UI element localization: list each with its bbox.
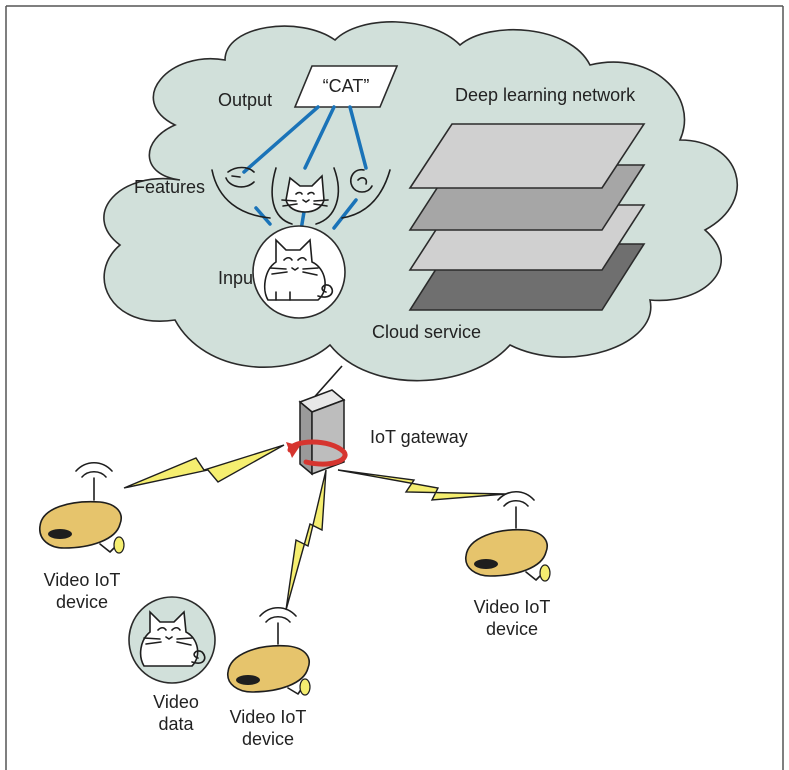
video-device-bottom-label-2: device [242,729,294,749]
video-device-right-label-2: device [486,619,538,639]
feature-tail-fragment [349,168,373,193]
layer-1 [408,123,646,189]
lightning-to-bottom-device [285,469,327,611]
deep-learning-layers [408,123,646,311]
feature-arcs [211,167,391,225]
feature-ear-fragment [225,166,255,188]
video-data-label-2: data [158,714,194,734]
iot-gateway-icon [286,389,348,476]
lightning-to-right-device [337,469,507,501]
video-device-left-label-1: Video IoT [44,570,121,590]
output-label: Output [218,90,272,110]
features-label: Features [134,177,205,197]
video-device-bottom-label-1: Video IoT [230,707,307,727]
lightning-to-left-device [123,444,285,489]
video-device-bottom [227,606,311,696]
input-label: Input [218,268,258,288]
network-connections [242,105,368,232]
video-data-label-1: Video [153,692,199,712]
iot-gateway-label: IoT gateway [370,427,468,447]
input-cat-image [252,225,346,319]
video-device-left-label-2: device [56,592,108,612]
video-device-right [465,490,551,582]
cloud-service-label: Cloud service [372,322,481,342]
video-data-cat-image [128,596,216,684]
video-device-right-label-1: Video IoT [474,597,551,617]
deep-learning-network-label: Deep learning network [455,85,636,105]
cat-output-text: “CAT” [323,76,370,96]
cat-face-feature-icon [281,174,329,213]
video-device-left [39,461,125,554]
output-box [293,65,399,108]
